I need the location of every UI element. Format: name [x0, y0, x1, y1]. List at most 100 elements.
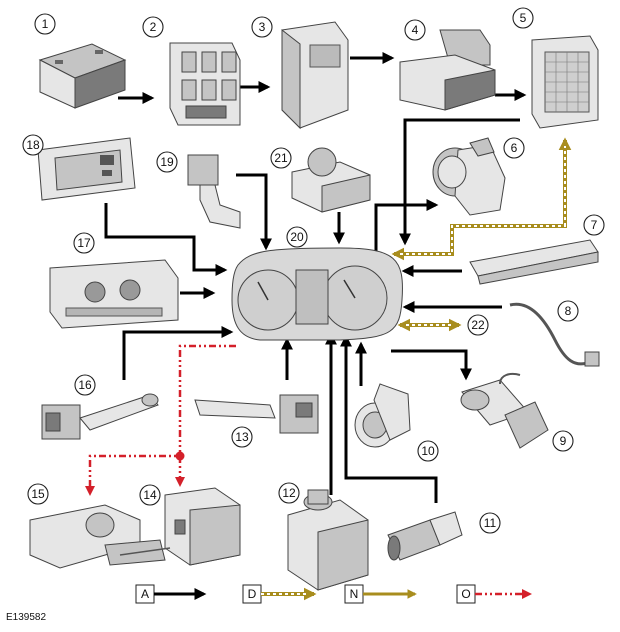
sounder-component [432, 137, 506, 216]
badge-number: 13 [235, 430, 249, 444]
component-badge-16: 16 [74, 374, 96, 396]
badge-circle [74, 374, 96, 396]
badge-circle [467, 314, 489, 336]
badge-circle [156, 151, 178, 173]
badge-circle [583, 214, 605, 236]
relay-box-component [399, 29, 496, 111]
round-switch-component [354, 383, 411, 448]
badge-number: 7 [591, 218, 598, 232]
badge-circle [22, 134, 44, 156]
legend-item-d: D [242, 584, 317, 604]
connector-strip-component [469, 239, 599, 285]
connection-11-20 [340, 334, 438, 503]
component-badge-10: 10 [417, 440, 439, 462]
badge-number: 17 [77, 236, 91, 250]
badge-number: 21 [274, 151, 288, 165]
component-badge-15: 15 [27, 483, 49, 505]
connection-20-6 [374, 199, 439, 260]
badge-number: 4 [412, 23, 419, 37]
component-badge-8: 8 [557, 300, 579, 322]
junction-dot [175, 451, 185, 461]
badge-number: 16 [78, 378, 92, 392]
sensor-bracket-component [187, 154, 241, 229]
climate-panel-component [49, 259, 179, 329]
badge-circle [404, 19, 426, 41]
component-badge-13: 13 [231, 426, 253, 448]
fuse-block-component [169, 42, 241, 126]
badge-number: 5 [520, 11, 527, 25]
badge-circle [552, 430, 574, 452]
legend-key-n: N [350, 587, 359, 601]
badge-number: 6 [511, 141, 518, 155]
badge-circle [27, 483, 49, 505]
control-unit-component [164, 487, 241, 566]
component-badge-1: 1 [34, 13, 56, 35]
component-badge-3: 3 [251, 16, 273, 38]
badge-circle [557, 300, 579, 322]
component-badge-17: 17 [73, 232, 95, 254]
badge-number: 12 [282, 486, 296, 500]
component-badge-2: 2 [142, 16, 164, 38]
control-module-component [281, 21, 349, 130]
badge-number: 11 [484, 516, 497, 530]
connection-5-20 [399, 118, 520, 246]
connection-16-20 [122, 326, 234, 380]
sensor-cable-component [509, 302, 600, 367]
fuse-box-component [531, 35, 599, 129]
badge-number: 20 [290, 230, 304, 244]
badge-number: 22 [471, 318, 485, 332]
badge-number: 19 [160, 155, 174, 169]
component-badge-18: 18 [22, 134, 44, 156]
figure-reference: E139582 [6, 612, 46, 623]
component-badge-7: 7 [583, 214, 605, 236]
connection-7-5-20-dashed [391, 218, 567, 261]
legend-item-n: N [344, 584, 417, 604]
legend-key-d: D [248, 587, 257, 601]
component-badge-4: 4 [404, 19, 426, 41]
badge-number: 1 [42, 17, 49, 31]
badge-number: 18 [26, 138, 40, 152]
badge-circle [73, 232, 95, 254]
component-badge-9: 9 [552, 430, 574, 452]
badge-circle [503, 137, 525, 159]
component-badge-14: 14 [139, 484, 161, 506]
pressure-sensor-component [387, 511, 463, 561]
legend-key-a: A [141, 587, 149, 601]
badge-circle [34, 13, 56, 35]
badge-circle [139, 484, 161, 506]
badge-circle [231, 426, 253, 448]
component-badge-19: 19 [156, 151, 178, 173]
badge-circle [142, 16, 164, 38]
reservoir-component [287, 489, 369, 591]
badge-circle [270, 147, 292, 169]
badge-number: 9 [560, 434, 567, 448]
legend-item-o: O [456, 584, 532, 604]
actuator-component [460, 372, 549, 449]
component-badge-21: 21 [270, 147, 292, 169]
wiper-stalk-component [194, 394, 319, 434]
badge-number: 10 [421, 444, 435, 458]
badge-number: 3 [259, 20, 266, 34]
rain-sensor-component [291, 147, 371, 213]
connections [85, 52, 572, 503]
legend-key-o: O [461, 587, 470, 601]
component-badge-12: 12 [278, 482, 300, 504]
connection-19-20 [236, 173, 272, 251]
battery-component [38, 43, 127, 109]
component-badge-20: 20 [286, 226, 308, 248]
switch-pack-component [37, 137, 136, 201]
connection-18-20 [104, 203, 228, 276]
legend-item-a: A [135, 584, 207, 604]
indicator-stalk-component [41, 393, 159, 440]
badge-number: 2 [150, 20, 157, 34]
legend: A D N O [135, 584, 532, 604]
badge-number: 8 [565, 304, 572, 318]
component-badge-5: 5 [512, 7, 534, 29]
badge-number: 14 [143, 488, 157, 502]
component-badge-11: 11 [479, 512, 501, 534]
components [29, 21, 600, 591]
component-badge-22: 22 [467, 314, 489, 336]
